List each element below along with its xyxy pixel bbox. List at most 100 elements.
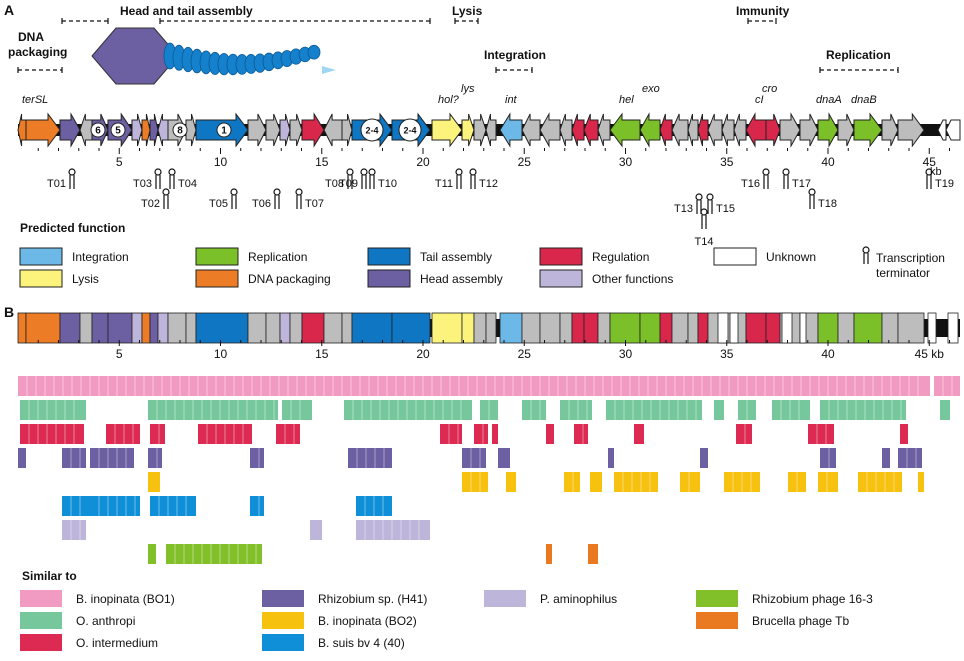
tick-label: 15 [315,155,329,169]
legend-swatch [713,247,757,266]
gene-block [781,312,793,344]
terminator-label: T07 [305,198,324,210]
tick-label: 45 kb [915,347,945,361]
gene-block [91,312,109,344]
similarity-segment [310,520,322,540]
gene-arrow [289,113,303,147]
gene-block [391,312,431,344]
terminator-legend-line1: Transcription [876,251,945,265]
terminator-label: T16 [741,178,760,190]
gene-block [559,312,573,344]
tick-label: 10 [214,155,228,169]
similarity-segment [608,448,614,468]
gene-block [765,312,781,344]
gene-arrow [897,112,925,148]
similarity-segment [250,448,264,468]
gene-arrow [745,112,767,148]
similarity-segment [62,520,86,540]
gene-badge-label: 6 [95,126,101,137]
tick-label: 15 [315,347,329,361]
terminator-icon [273,188,281,196]
gene-block [571,312,585,344]
legend-swatch [539,247,583,266]
module-replication: Replication [826,48,891,62]
similarity-segment [918,472,924,492]
similarity-segment [148,472,160,492]
similarity-segment [276,424,300,444]
gene-arrow [149,113,159,147]
gene-block [59,312,81,344]
gene-name-hel: hel [619,94,634,106]
similarity-segment [808,424,834,444]
gene-arrow [131,113,143,147]
gene-arrow [499,112,523,148]
legend-swatch [195,247,239,266]
gene-arrow [157,113,169,147]
gene-block [799,312,807,344]
terminator-label: T17 [792,178,811,190]
legend-label: Replication [248,250,307,264]
similarity-segment [18,448,26,468]
similarity-segment [700,448,708,468]
gene-badge [172,122,188,138]
gene-block [461,312,475,344]
gene-block [265,312,281,344]
gene-badge-label: 5 [115,126,121,137]
gene-block [157,312,169,344]
similarity-segment [440,424,462,444]
similarity-segment [546,424,554,444]
gene-block [131,312,143,344]
similarity-segment [634,424,644,444]
terminator-icon [230,188,238,196]
gene-arrow [697,113,709,147]
terminator-icon [925,168,933,176]
gene-arrows [17,112,961,148]
tick-label: 40 [821,347,835,361]
similarity-segment [166,544,262,564]
gene-arrow [837,113,855,147]
gene-blocks [17,312,959,344]
organism-swatch [20,634,62,651]
tick-label: 5 [116,155,123,169]
gene-arrow [559,113,573,147]
gene-block [485,312,497,344]
terminator-icon [295,188,303,196]
similarity-segment [148,544,156,564]
gene-arrow [17,113,27,147]
gene-block [351,312,393,344]
organism-swatch [262,634,304,651]
module-head-tail: Head and tail assembly [120,4,253,18]
gene-block [79,312,93,344]
tail-segment [307,44,321,60]
legend-label: Integration [72,250,129,264]
similarity-segment [62,448,86,468]
organism-label: B. suis bv 4 (40) [318,636,405,650]
gene-arrow [265,113,281,147]
terminator-icon [154,168,162,176]
phage-tail-icon [163,42,321,76]
similarity-segment [106,424,140,444]
similarity-segment [606,400,702,420]
tick-label: 25 [518,347,532,361]
gene-arrow [671,113,689,147]
gene-arrow [431,112,463,148]
gene-block [717,312,729,344]
legend-label: Unknown [766,250,816,264]
legend-title: Predicted function [20,221,125,235]
terminator-label: T05 [209,198,228,210]
gene-arrow [687,113,699,147]
gene-name-tersl: terSL [22,94,48,106]
terminator-label: T18 [818,198,837,210]
organism-label: P. aminophilus [540,592,617,606]
similarity-segment [546,544,552,564]
gene-arrow [799,113,819,147]
similarity-segment [614,472,658,492]
gene-block [499,312,523,344]
terminator-icon [700,208,708,216]
similarity-segment [18,376,930,396]
similarity-segment [62,496,90,516]
